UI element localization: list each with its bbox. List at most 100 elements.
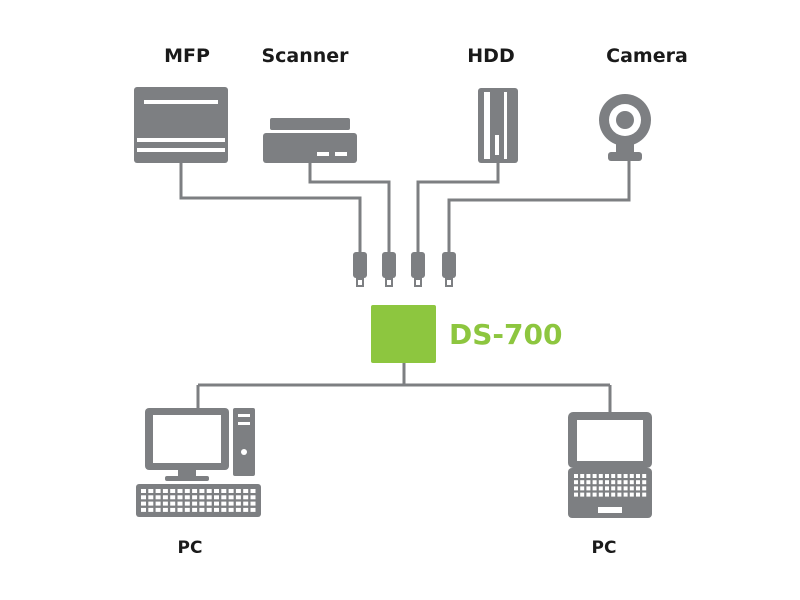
keyboard-key	[598, 486, 603, 491]
keyboard-key	[592, 480, 597, 485]
keyboard-key	[636, 492, 640, 497]
keyboard-key	[206, 495, 212, 500]
keyboard-key	[574, 474, 578, 478]
cable-mfp	[179, 163, 362, 255]
keyboard-key	[228, 507, 234, 512]
keyboard-key	[235, 495, 241, 500]
keyboard-key	[192, 495, 198, 500]
keyboard-key	[605, 474, 609, 478]
keyboard-key	[148, 507, 154, 512]
keyboard-key	[580, 492, 585, 497]
keyboard-key	[162, 501, 168, 506]
usb-plug-icon	[382, 252, 396, 287]
keyboard-key	[243, 507, 249, 512]
keyboard-key	[574, 492, 578, 497]
keyboard-key	[642, 474, 647, 478]
keyboard-key	[636, 474, 640, 478]
keyboard-key	[605, 480, 609, 485]
keyboard-key	[611, 474, 616, 478]
scanner-label: Scanner	[261, 45, 349, 67]
keyboard-key	[235, 489, 241, 493]
keyboard-key	[235, 507, 241, 512]
keyboard-key	[155, 495, 161, 500]
keyboard-key	[170, 501, 176, 506]
keyboard-key	[592, 474, 597, 478]
keyboard-key	[623, 480, 628, 485]
keyboard-key	[206, 489, 212, 493]
usb-plug-icon	[442, 252, 456, 287]
keyboard-key	[574, 480, 578, 485]
keyboard-key	[250, 495, 256, 500]
keyboard-key	[611, 480, 616, 485]
keyboard-key	[170, 489, 176, 493]
keyboard-key	[250, 501, 256, 506]
keyboard-key	[228, 495, 234, 500]
keyboard-key	[611, 486, 616, 491]
keyboard-key	[580, 474, 585, 478]
keyboard-key	[617, 474, 622, 478]
keyboard-key	[228, 501, 234, 506]
keyboard-key	[221, 507, 227, 512]
usb-plug-icon	[353, 252, 367, 287]
usb-plug-icon	[411, 252, 425, 287]
keyboard-key	[199, 495, 205, 500]
keyboard-key	[623, 474, 628, 478]
keyboard-key	[629, 492, 634, 497]
keyboard-key	[170, 507, 176, 512]
keyboard-key	[574, 486, 578, 491]
keyboard-key	[214, 507, 219, 512]
keyboard-key	[617, 492, 622, 497]
keyboard-key	[184, 495, 190, 500]
keyboard-key	[214, 495, 219, 500]
keyboard-key	[192, 489, 198, 493]
camera-label: Camera	[606, 45, 688, 67]
keyboard-key	[586, 492, 591, 497]
keyboard-key	[148, 495, 154, 500]
scanner-icon	[263, 118, 357, 163]
keyboard-key	[170, 495, 176, 500]
keyboard-key	[586, 480, 591, 485]
keyboard-key	[177, 489, 183, 493]
desktop-computer-icon	[136, 408, 261, 517]
keyboard-key	[221, 495, 227, 500]
keyboard-key	[192, 507, 198, 512]
keyboard-key	[221, 489, 227, 493]
cable-scanner	[308, 163, 391, 255]
webcam-icon	[599, 94, 651, 161]
keyboard-key	[141, 501, 146, 506]
hard-drive-icon	[478, 88, 518, 163]
laptop-icon	[568, 412, 652, 518]
keyboard-key	[148, 501, 154, 506]
keyboard-key	[199, 489, 205, 493]
keyboard-key	[629, 480, 634, 485]
keyboard-key	[199, 501, 205, 506]
keyboard-key	[199, 507, 205, 512]
hdd-label: HDD	[467, 45, 514, 67]
keyboard-key	[214, 489, 219, 493]
keyboard-key	[580, 480, 585, 485]
keyboard-key	[206, 507, 212, 512]
keyboard-key	[592, 486, 597, 491]
keyboard-key	[148, 489, 154, 493]
keyboard-key	[243, 489, 249, 493]
keyboard-key	[177, 501, 183, 506]
device-server-icon	[371, 305, 436, 363]
keyboard-key	[162, 489, 168, 493]
hub-label: DS-700	[449, 318, 562, 351]
keyboard-key	[177, 507, 183, 512]
keyboard-key	[598, 474, 603, 478]
keyboard-key	[617, 480, 622, 485]
keyboard-key	[586, 474, 591, 478]
keyboard-key	[642, 480, 647, 485]
keyboard-key	[206, 501, 212, 506]
keyboard-key	[155, 507, 161, 512]
keyboard-key	[642, 492, 647, 497]
keyboard-key	[243, 501, 249, 506]
keyboard-key	[629, 474, 634, 478]
keyboard-key	[605, 486, 609, 491]
pc-label-desktop: PC	[178, 538, 203, 558]
keyboard-key	[636, 486, 640, 491]
keyboard-key	[192, 501, 198, 506]
mfp-label: MFP	[164, 45, 210, 67]
